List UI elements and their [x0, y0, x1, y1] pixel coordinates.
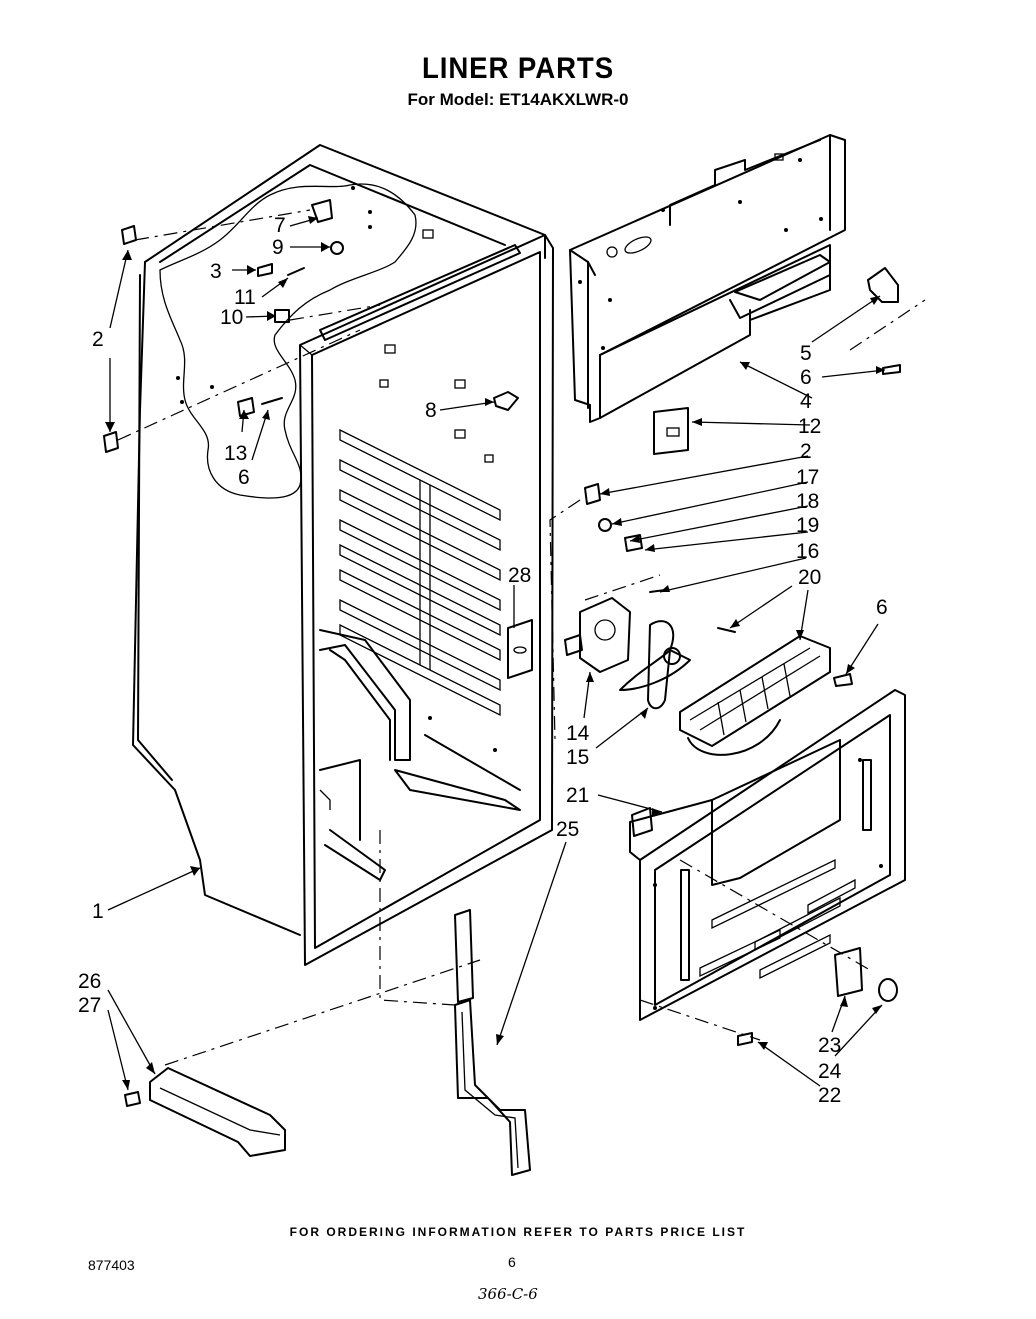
callout-1: 1: [92, 900, 104, 923]
leader-lines: [107, 217, 886, 1091]
callout-27: 27: [78, 994, 101, 1017]
callout-8: 8: [425, 399, 437, 422]
callout-4: 4: [800, 390, 812, 413]
callout-14: 14: [566, 722, 590, 745]
bottom-bracket: [124, 959, 481, 1157]
cabinet-liner: [132, 144, 554, 966]
callout-10: 10: [220, 306, 243, 329]
callout-7: 7: [274, 214, 286, 237]
callout-19: 19: [796, 514, 819, 537]
callout-2-right: 2: [800, 440, 812, 463]
callout-28: 28: [508, 564, 531, 587]
handwritten-reference: 366-C-6: [478, 1285, 538, 1303]
callout-23: 23: [818, 1034, 841, 1057]
arrow-heads: [105, 216, 885, 1090]
ordering-note: FOR ORDERING INFORMATION REFER TO PARTS …: [289, 1225, 747, 1239]
lower-divider-panel: [629, 689, 906, 1046]
callout-6-left: 6: [238, 466, 250, 489]
callout-11: 11: [234, 286, 256, 309]
callout-15: 15: [566, 746, 589, 769]
callout-25: 25: [556, 818, 579, 841]
fan-assembly: [549, 483, 853, 756]
callout-16: 16: [796, 540, 819, 563]
air-duct: [379, 830, 531, 1176]
model-subtitle: For Model: ET14AKXLWR-0: [407, 90, 629, 109]
hardware-parts: [103, 199, 519, 453]
callout-6-right: 6: [876, 596, 888, 619]
callout-24: 24: [818, 1060, 842, 1083]
page-number: 6: [508, 1254, 516, 1270]
callout-12: 12: [798, 415, 821, 438]
page-title: LINER PARTS: [421, 52, 615, 85]
callout-5: 5: [800, 342, 812, 365]
callout-13: 13: [224, 442, 247, 465]
callout-18: 18: [796, 490, 819, 513]
callout-labels: 1 2 3 7 9 11 10 13 6 8 28 5 6 4 12 2 17 …: [78, 214, 888, 1107]
callout-17: 17: [796, 466, 819, 489]
callout-2-left: 2: [92, 328, 104, 351]
evaporator-cover-panel: [569, 134, 926, 455]
callout-6-top: 6: [800, 366, 812, 389]
callout-21: 21: [566, 784, 589, 807]
callout-20: 20: [798, 566, 821, 589]
callout-9: 9: [272, 236, 284, 259]
callout-3: 3: [210, 260, 222, 283]
callout-26: 26: [78, 970, 101, 993]
callout-22: 22: [818, 1084, 841, 1107]
document-number: 877403: [88, 1257, 135, 1273]
